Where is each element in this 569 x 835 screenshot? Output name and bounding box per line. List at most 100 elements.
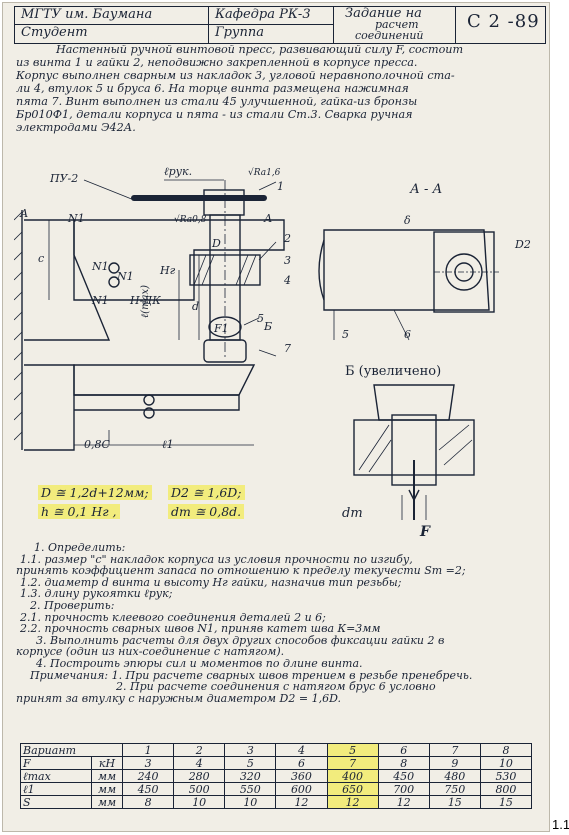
intro-line: пята 7. Винт выполнен из стали 45 улучше… [16, 95, 418, 108]
weld-label-hdk: Н-ДК [130, 294, 161, 307]
table-cell: F [20, 756, 92, 770]
dim-Hr-label: Нг [160, 264, 176, 277]
table-header-cell: 2 [173, 743, 226, 757]
dim-D2-label: D2 [515, 238, 531, 251]
table-cell: 360 [275, 769, 328, 783]
table-cell: 15 [428, 795, 481, 809]
part-5-label: 5 [257, 312, 264, 325]
task-line: 1.1. размер "с" накладок корпуса из усло… [20, 552, 413, 566]
handle-length-label: ℓрук. [164, 165, 193, 178]
section-AA-title: А - А [410, 182, 443, 197]
table-cell: мм [91, 782, 123, 796]
table-row: F кН 3 4 5 6 7 8 9 10 [20, 756, 533, 770]
table-cell: 12 [275, 795, 328, 809]
task-line: корпусе (один из них-соединение с натяго… [16, 645, 285, 659]
header-stamp: МГТУ им. Баумана Кафедра РК-3 Студент Гр… [14, 6, 546, 44]
table-cell: мм [91, 769, 123, 783]
section-part-6-label: 6 [404, 328, 411, 341]
weld-label-n1: N1 [117, 270, 134, 283]
task-code: С 2 -89 [467, 11, 540, 32]
table-cell: 450 [121, 782, 175, 796]
weld-label-n1: N1 [92, 294, 109, 307]
table-cell: 750 [428, 782, 481, 796]
table-cell: 12 [326, 795, 379, 809]
task-line: 3. Выполнить расчеты для двух других спо… [36, 633, 445, 647]
student-label: Студент [21, 25, 88, 40]
table-cell: кН [91, 756, 123, 770]
task-sheet: МГТУ им. Баумана Кафедра РК-3 Студент Гр… [2, 2, 550, 832]
table-header-cell: Вариант [20, 743, 123, 757]
dim-d-label: d [192, 300, 200, 313]
part-4-label: 4 [284, 274, 291, 287]
task-line: принят за втулку с наружным диаметром D2… [16, 691, 341, 705]
task-line: 1. Определить: [34, 541, 126, 554]
part-7-label: 7 [284, 342, 291, 355]
force-F1-label: F1 [214, 322, 229, 335]
department-label: Кафедра РК-3 [215, 7, 311, 22]
table-cell: 15 [479, 795, 533, 809]
table-cell: ℓmax [20, 769, 92, 783]
task-line: Примечания: 1. При расчете сварных швов … [30, 668, 473, 682]
section-mark-a-right: А [264, 212, 273, 225]
intro-line: из винта 1 и гайки 2, неподвижно закрепл… [16, 56, 418, 69]
press-drawing [14, 179, 499, 520]
weld-label-n1: N1 [68, 212, 85, 225]
table-cell: 800 [479, 782, 533, 796]
page-number: 1.1. [552, 817, 569, 832]
task-line: 1.3. длину рукоятки ℓрук; [20, 587, 173, 601]
table-cell: 10 [224, 795, 277, 809]
intro-line: Корпус выполнен сварным из накладок 3, у… [16, 69, 455, 82]
table-cell: 600 [275, 782, 328, 796]
dim-c-label: с [38, 252, 45, 265]
roughness-08-label: √Ra0,8 [174, 215, 207, 225]
table-header-cell: 8 [479, 743, 533, 757]
table-header-row: Вариант 1 2 3 4 5 6 7 8 [20, 743, 533, 757]
table-cell: мм [91, 795, 123, 809]
task-line: 2.2. прочность сварных швов N1, приняв к… [20, 622, 381, 636]
table-cell: 240 [121, 769, 175, 783]
table-header-cell: 6 [377, 743, 430, 757]
table-row: ℓ1 мм 450 500 550 600 650 700 750 800 [20, 782, 533, 796]
table-cell: ℓ1 [20, 782, 92, 796]
dim-lmax-label: ℓ(max) [140, 284, 151, 318]
task-line: 1.2. диаметр d винта и высоту Нг гайки, … [20, 575, 402, 589]
table-header-cell: 4 [275, 743, 328, 757]
table-cell: 10 [479, 756, 533, 770]
dim-D-label: D [212, 237, 221, 250]
table-cell: S [20, 795, 92, 809]
part-2-label: 2 [284, 232, 291, 245]
table-row: S мм 8 10 10 12 12 12 15 15 [20, 795, 533, 809]
table-cell: 5 [224, 756, 277, 770]
detail-B-mark: Б [264, 320, 273, 333]
formula-D2: D2 ≅ 1,6D; [168, 485, 245, 500]
task-line: 2. При расчете соединения с натягом брус… [116, 680, 436, 694]
formula-dT: dт ≅ 0,8d. [168, 504, 245, 519]
table-cell: 8 [377, 756, 430, 770]
table-cell: 500 [173, 782, 226, 796]
table-cell: 8 [121, 795, 175, 809]
task-line: 2. Проверить: [30, 598, 115, 612]
group-label: Группа [215, 25, 264, 40]
intro-line: ли 4, втулок 5 и бруса 6. На торце винта… [16, 82, 409, 95]
task-title-line2: расчет [375, 18, 419, 31]
table-cell: 450 [377, 769, 430, 783]
force-F-label: F [420, 524, 430, 540]
section-mark-a-left: А [20, 207, 29, 220]
table-cell: 320 [224, 769, 277, 783]
section-part-5-label: 5 [342, 328, 349, 341]
table-header-cell: 5 [326, 743, 379, 757]
table-cell: 6 [275, 756, 328, 770]
intro-paragraph: Настенный ручной винтовой пресс, развива… [16, 43, 546, 134]
roughness-16-label: √Ra1,6 [248, 168, 281, 178]
task-title-line3: соединений [355, 29, 424, 42]
part-3-label: 3 [284, 254, 291, 267]
dim-l1-label: ℓ1 [162, 438, 174, 451]
task-line: 4. Построить эпюры сил и моментов по дли… [36, 656, 363, 670]
table-cell: 7 [326, 756, 379, 770]
task-list: 1. Определить: 1.1. размер "с" накладок … [16, 542, 548, 704]
table-cell: 650 [326, 782, 379, 796]
task-line: принять коэффициент запаса по отношению … [16, 564, 466, 578]
task-title-line1: Задание на [345, 6, 422, 21]
table-cell: 3 [121, 756, 175, 770]
pu2-label: ПУ-2 [50, 172, 79, 185]
